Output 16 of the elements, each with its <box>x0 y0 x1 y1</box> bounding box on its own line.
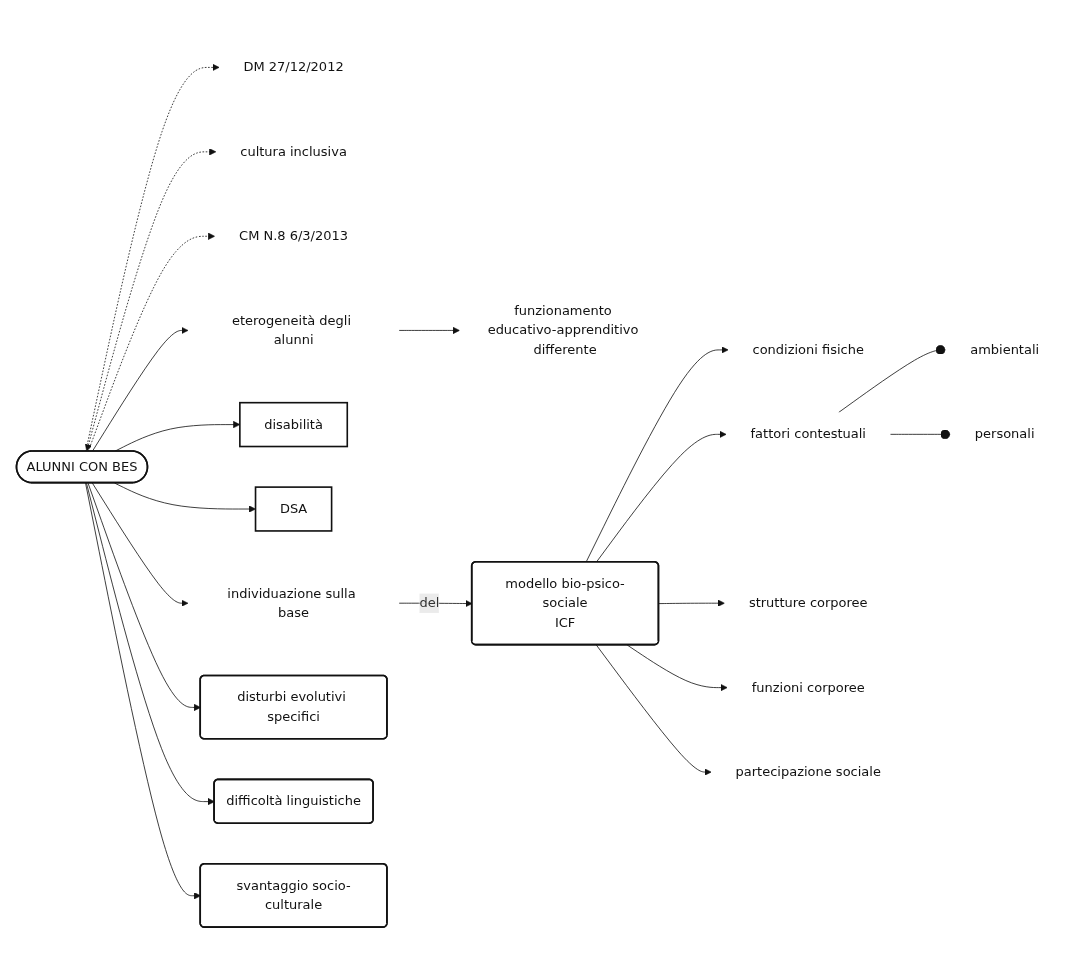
node-box: disabilità <box>238 402 348 448</box>
node-text: partecipazione sociale <box>735 764 881 780</box>
node-text: strutture corporee <box>748 595 868 611</box>
node-text: individuazione sulla base <box>226 585 356 621</box>
node-text: fattori contestuali <box>750 426 866 442</box>
node-text: funzionamento educativo-apprenditivo differente <box>487 303 638 358</box>
node-box: DSA <box>254 486 332 532</box>
node-text: cultura inclusiva <box>239 143 347 160</box>
edge-label: del <box>418 595 439 611</box>
node-text: ambientali <box>969 342 1039 358</box>
node-text: DM 27/12/2012 <box>242 59 344 75</box>
node-text: CM N.8 6/3/2013 <box>238 228 348 244</box>
node-text: personali <box>974 426 1035 442</box>
node-text: condizioni fisiche <box>752 342 864 358</box>
node-text: funzioni corporee <box>751 679 865 696</box>
node-text: eterogeneità degli alunni <box>231 312 351 348</box>
